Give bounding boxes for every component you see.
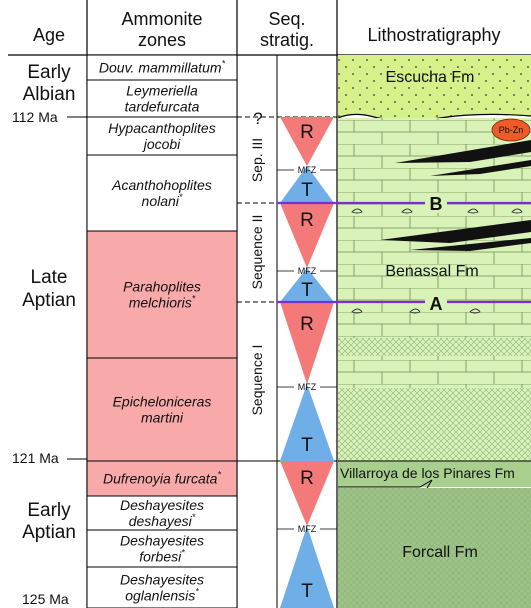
- zone-label: nolani*: [142, 192, 183, 209]
- mfz-label-seq0: MFZ: [298, 524, 317, 534]
- zone-label: Epicheloniceras: [113, 394, 212, 410]
- zone-star: *: [192, 294, 196, 304]
- t-label-seq1: T: [301, 435, 313, 456]
- mfz-label-seq3: MFZ: [298, 165, 317, 175]
- sequence-label-3: Sep. III: [249, 138, 265, 182]
- mfz-label-seq2: MFZ: [298, 266, 317, 276]
- t-label-seq0: T: [301, 581, 313, 602]
- zone-label: tardefurcata: [125, 99, 200, 115]
- zone-label: Deshayesites: [120, 497, 204, 513]
- villarroya-fm-label: Villarroya de los Pinares Fm: [340, 465, 515, 481]
- zone-label: Deshayesites: [120, 572, 204, 588]
- unknown-boundary-label: ?: [253, 109, 262, 128]
- zone-star: *: [181, 548, 185, 558]
- t-label-seq2: T: [301, 280, 313, 301]
- zone-label: Acanthohoplites: [111, 177, 212, 193]
- zone-label: Dufrenoyia furcata*: [103, 470, 221, 487]
- surface-b-label: B: [430, 194, 443, 214]
- header-litho: Lithostratigraphy: [367, 25, 500, 45]
- age-late-aptian-line1: Late: [31, 267, 68, 288]
- zone-label: melchioris*: [129, 294, 196, 311]
- tick-112: 112 Ma: [12, 109, 58, 125]
- age-column: Early Albian Late Aptian Early Aptian 11…: [12, 62, 87, 607]
- header-ammonite-line2: zones: [138, 30, 186, 50]
- age-early-albian-line1: Early: [27, 62, 71, 83]
- header-ammonite-line1: Ammonite: [121, 9, 202, 29]
- pb-zn-label: Pb-Zn: [499, 125, 524, 135]
- benassal-fm-label: Benassal Fm: [385, 263, 478, 280]
- r-label-seq0: R: [300, 468, 314, 489]
- zone-label: oglanlensis*: [125, 587, 199, 604]
- sequence-label-1: Sequence I: [249, 345, 265, 416]
- header-age: Age: [33, 25, 65, 45]
- zone-star: *: [179, 192, 183, 202]
- zone-label: martini: [141, 410, 184, 426]
- sequence-column: R T MFZ ? Sep. III R T MFZ Sequence II R…: [237, 55, 337, 608]
- zone-label: deshayesi*: [129, 512, 196, 529]
- zone-label: forbesi*: [139, 548, 185, 565]
- header-seq-line2: stratig.: [260, 30, 314, 50]
- r-label-seq2: R: [300, 210, 314, 231]
- zone-label: Hypacanthoplites: [108, 120, 215, 136]
- zone-label: jocobi: [142, 136, 181, 152]
- age-early-albian-line2: Albian: [23, 84, 76, 105]
- r-label-seq1: R: [300, 314, 314, 335]
- zone-label: Parahoplites: [123, 279, 201, 295]
- zone-star: *: [217, 470, 221, 480]
- surface-a-label: A: [430, 294, 443, 314]
- escucha-fm-label: Escucha Fm: [386, 69, 475, 86]
- age-early-aptian-line2: Aptian: [22, 522, 76, 543]
- zone-star: *: [195, 587, 199, 597]
- sequence-label-2: Sequence II: [249, 215, 265, 290]
- tick-121: 121 Ma: [12, 450, 59, 466]
- zone-star: *: [192, 512, 196, 522]
- header-seq-line1: Seq.: [268, 9, 305, 29]
- zone-star: *: [222, 59, 226, 69]
- r-label-seq3: R: [300, 122, 314, 143]
- forcall-fm-label: Forcall Fm: [402, 544, 478, 561]
- zone-label: Deshayesites: [120, 533, 204, 549]
- ammonite-zones: Douv. mammillatum* Leymeriellatardefurcat…: [87, 55, 237, 608]
- t-label-seq3: T: [301, 180, 313, 201]
- tick-125: 125 Ma: [22, 591, 69, 607]
- zone-label: Douv. mammillatum*: [99, 59, 226, 76]
- mfz-label-seq1: MFZ: [298, 382, 317, 392]
- age-early-aptian-line1: Early: [27, 500, 71, 521]
- age-late-aptian-line2: Aptian: [22, 290, 76, 311]
- zone-label: Leymeriella: [126, 83, 198, 99]
